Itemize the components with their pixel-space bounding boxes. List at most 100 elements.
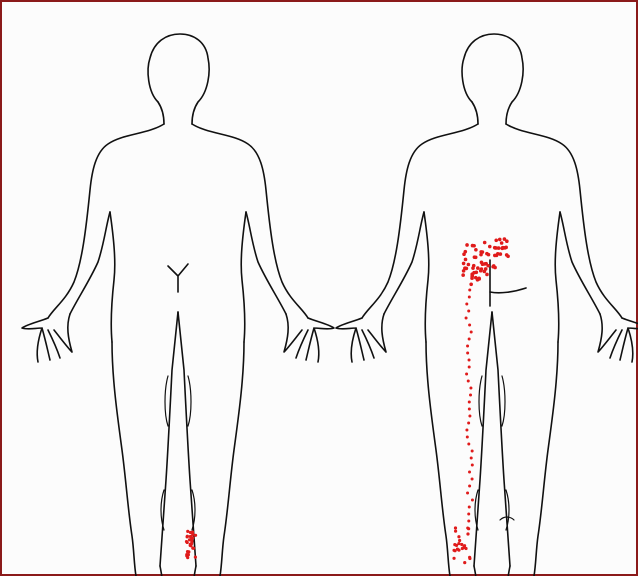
pain-marker-dot [466,352,469,355]
pain-marker-dot [454,526,457,529]
pain-marker-dot [468,506,471,509]
pain-marker-dot [471,499,474,502]
pain-marker-dot [472,271,476,275]
pain-marker-dot [465,429,468,432]
pain-marker-dot [194,534,197,537]
pain-marker-dot [494,238,498,242]
pain-marker-dot [467,380,470,383]
pain-marker-dot [465,373,468,376]
pain-marker-dot [468,471,471,474]
pain-marker-dot [465,317,468,320]
pain-marker-dot [468,485,471,488]
pain-marker-dot [488,245,492,249]
pain-marker-dot [473,255,477,259]
pain-marker-dot [471,450,474,453]
pain-marker-dot [484,267,488,271]
pain-marker-dot [471,464,474,467]
pain-marker-dot [476,266,480,270]
pain-marker-dot [468,557,471,560]
pain-marker-dot [464,258,468,262]
pain-marker-dot [463,267,467,271]
pain-marker-dot [191,547,194,550]
pain-marker-dot [467,513,470,516]
pain-marker-dot [457,535,460,538]
pain-marker-dot [468,296,471,299]
pain-marker-dot [469,394,472,397]
pain-marker-dot [483,241,487,245]
pain-marker-dot [194,556,197,559]
pain-marker-dot [453,549,456,552]
pain-marker-dot [485,273,489,277]
pain-marker-dot [468,366,471,369]
pain-marker-dot [186,530,189,533]
pain-marker-dot [186,550,189,553]
pain-marker-dot [493,254,497,258]
pain-marker-dot [472,264,476,268]
pain-marker-dot [467,527,470,530]
pain-marker-dot [493,266,497,270]
pain-marker-dot [466,532,469,535]
pain-marker-dot [468,359,471,362]
anterior-body-figure [22,34,334,576]
pain-marker-dot [481,262,485,266]
pain-marker-dot [457,542,460,545]
pain-marker-dot [468,415,471,418]
pain-marker-dot [461,273,465,277]
pain-marker-dot [469,282,473,286]
pain-marker-dot [466,345,469,348]
pain-marker-dot [464,547,467,550]
pain-marker-dot [480,267,484,271]
pain-marker-dot [469,387,472,390]
pain-marker-dot [477,276,481,280]
pain-marker-dot [471,478,474,481]
pain-marker-dot [465,303,468,306]
pain-marker-dot [470,457,473,460]
pain-marker-dot [467,310,470,313]
pain-marker-dot [500,241,504,245]
pain-marker-dot [464,250,468,254]
pain-marker-dot [505,253,509,257]
pain-marker-dot [187,553,190,556]
pain-marker-dot [468,324,471,327]
pain-marker-dot [460,543,463,546]
pain-marker-dot [466,492,469,495]
pain-marker-dot [503,237,507,241]
pain-marker-dot [468,289,471,292]
pain-marker-dot [479,253,483,257]
pain-marker-dot [185,540,188,543]
pain-marker-dot [504,246,508,250]
pain-marker-dot [468,408,471,411]
pain-marker-dot [452,557,455,560]
pain-marker-dot [487,253,491,257]
pain-marker-dot [466,436,469,439]
pain-marker-dot [497,246,501,250]
pain-marker-dot [458,539,461,542]
back-pain-markers [452,237,509,564]
pain-marker-dot [186,535,189,538]
pain-marker-dot [454,530,457,533]
groin-mark [168,264,188,292]
pain-marker-dot [461,547,464,550]
pain-marker-dot [468,338,471,341]
pain-marker-dot [498,238,502,242]
pain-marker-dot [468,401,471,404]
pain-marker-dot [467,422,470,425]
pain-marker-dot [471,244,475,248]
pain-marker-dot [470,274,474,278]
pain-marker-dot [486,264,490,268]
pain-marker-dot [465,243,469,247]
pain-marker-dot [474,276,478,280]
pain-marker-dot [189,531,192,534]
pain-marker-dot [189,544,192,547]
pain-marker-dot [189,535,192,538]
gluteal-fold [490,260,526,293]
pain-marker-dot [462,262,466,266]
pain-marker-dot [467,443,470,446]
pain-marker-dot [470,331,473,334]
posterior-body-figure [336,34,638,576]
pain-marker-dot [190,540,193,543]
pain-marker-dot [467,263,471,267]
pain-marker-dot [474,248,478,252]
pain-marker-dot [457,549,460,552]
